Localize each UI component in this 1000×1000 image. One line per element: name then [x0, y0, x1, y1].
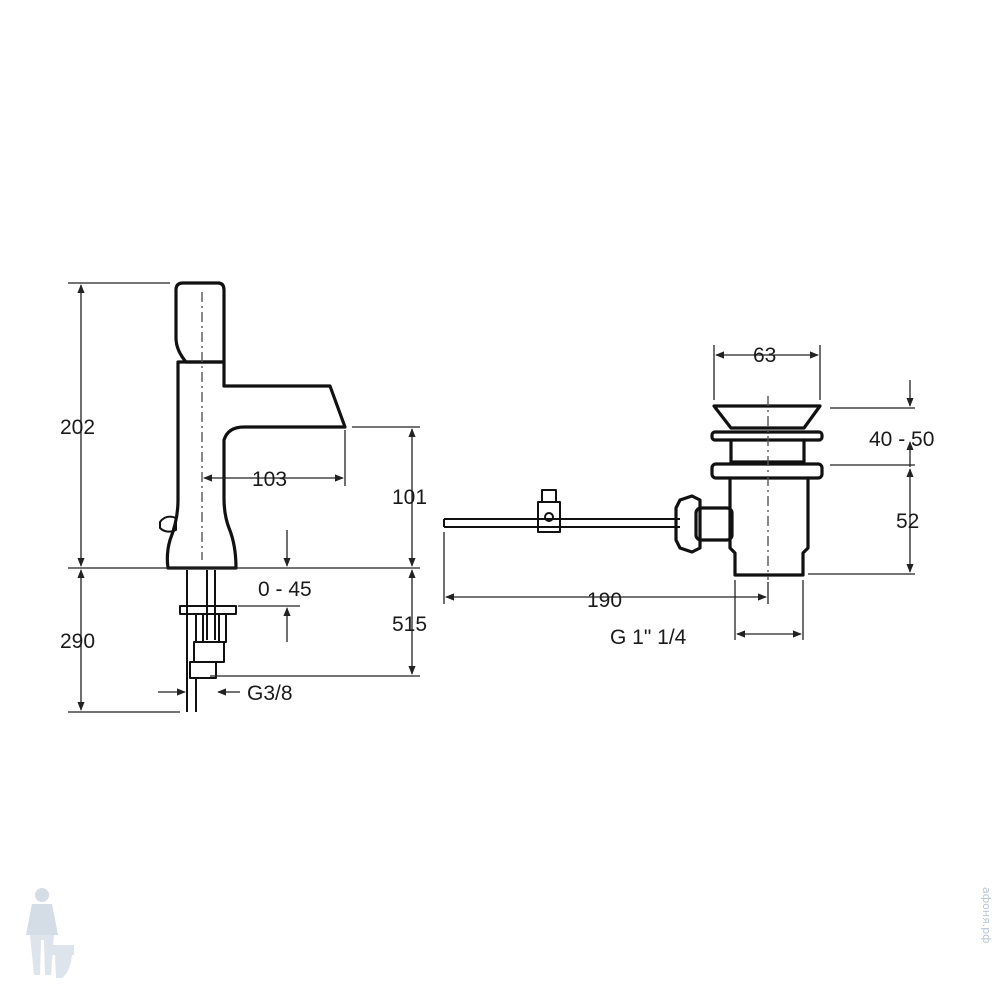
- faucet-body: [159, 281, 347, 570]
- label-waste-thread: G 1" 1/4: [610, 626, 687, 649]
- label-spout-height: 101: [392, 486, 427, 509]
- watermark-text: афоня.рф: [980, 887, 993, 944]
- label-supply-thread: G3/8: [247, 682, 293, 705]
- waste-dimensions: [443, 345, 915, 640]
- label-deck-thickness: 0 - 45: [258, 578, 312, 601]
- label-rod-length: 190: [587, 589, 622, 612]
- label-spout-reach: 103: [252, 468, 287, 491]
- faucet-dimensions: [68, 282, 420, 713]
- plumber-mascot-icon: [26, 888, 74, 978]
- label-waste-height: 52: [896, 510, 919, 533]
- faucet-mounting: [179, 570, 237, 712]
- label-hose-length: 515: [392, 613, 427, 636]
- label-faucet-height: 202: [60, 416, 95, 439]
- label-waste-diameter: 63: [753, 344, 776, 367]
- label-below-deck: 290: [60, 630, 95, 653]
- waste-valve: [674, 396, 824, 580]
- label-waste-range: 40 - 50: [869, 428, 934, 451]
- waste-rod: [443, 489, 680, 533]
